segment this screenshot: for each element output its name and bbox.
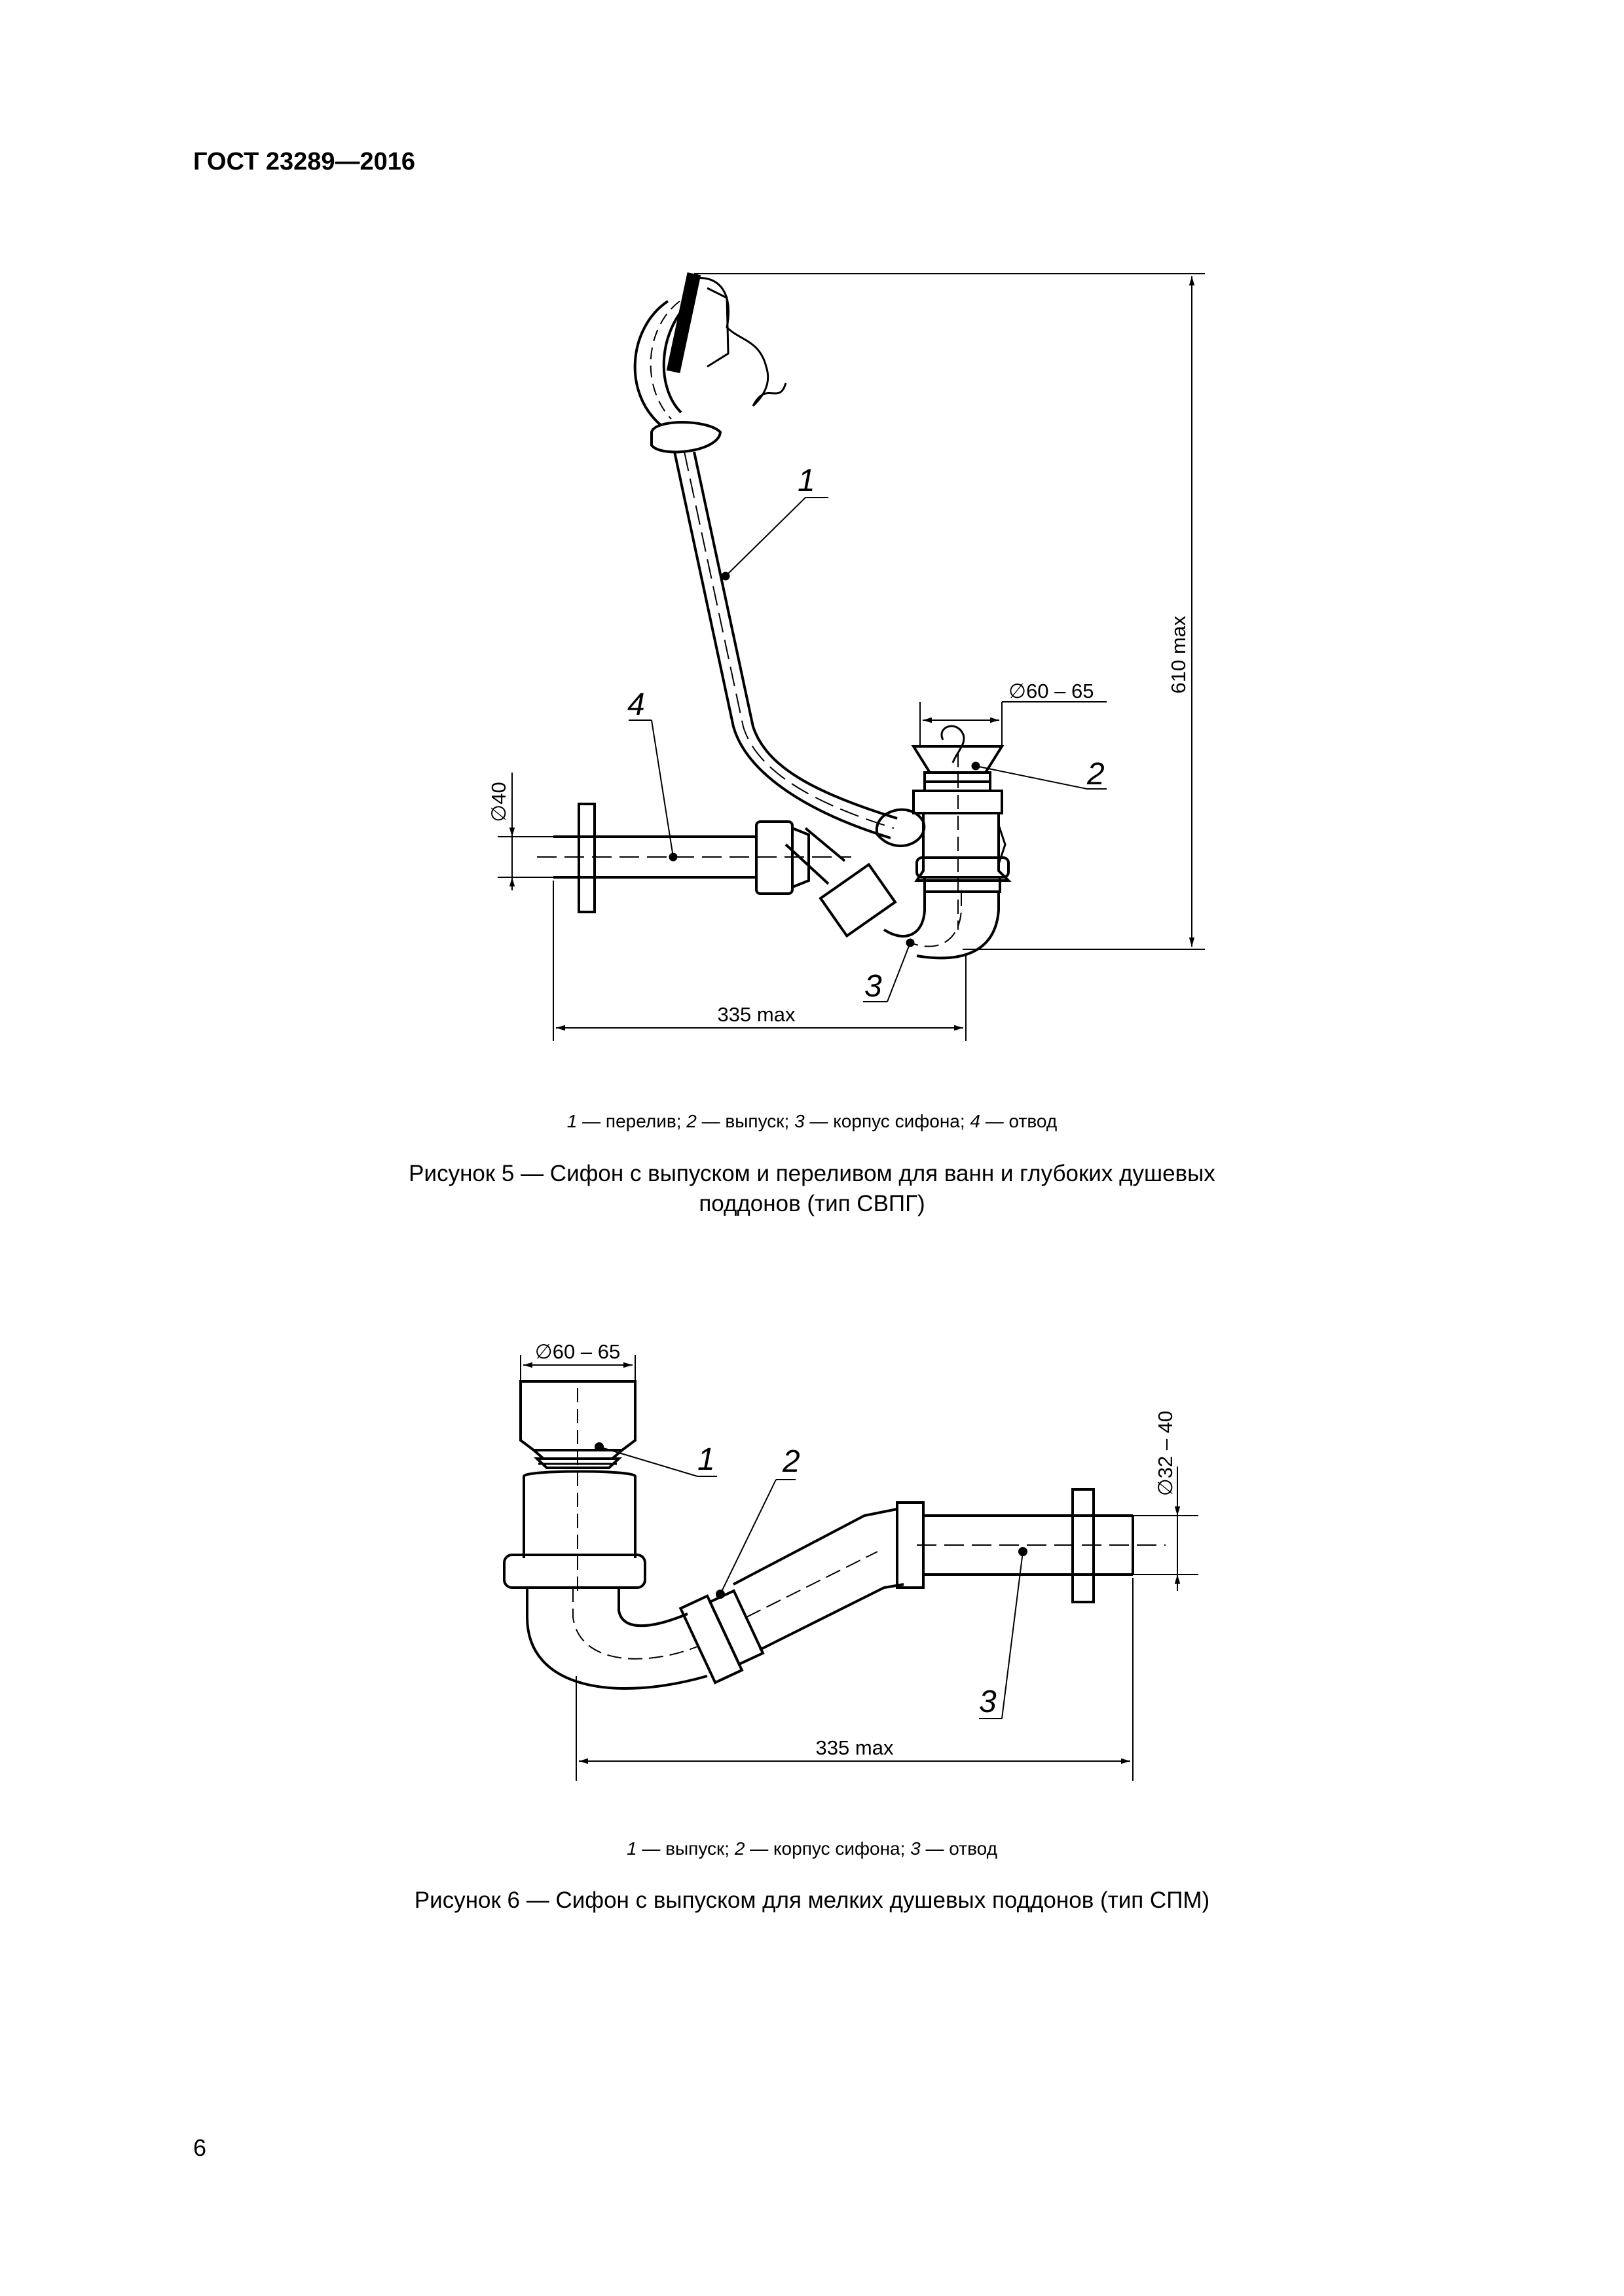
fig6-callout-2: 2 [782,1444,800,1479]
figure5-legend: 1 — перелив; 2 — выпуск; 3 — корпус сифо… [566,1111,1058,1131]
figure5-dimensions [498,273,1205,1041]
fig5-dim-height: 610 max [1167,615,1190,693]
fig6-dim-outlet: ∅60 – 65 [535,1340,620,1363]
fig5-callout-4: 4 [627,687,645,722]
fig6-dim-branch: ∅32 – 40 [1154,1411,1177,1496]
figure6-dimensions [520,1355,1198,1781]
fig6-dim-width: 335 max [816,1736,894,1759]
fig5-callout-3: 3 [864,969,882,1004]
fig6-callout-1: 1 [697,1442,715,1477]
figure5-caption: Рисунок 5 — Сифон с выпуском и переливом… [409,1161,1215,1216]
fig5-dim-outlet: ∅60 – 65 [1008,680,1094,702]
fig5-dim-branch: ∅40 [487,782,510,822]
figure6-labels: 1 2 3 ∅60 – 65 ∅32 – 40 335 max [535,1340,1177,1759]
figure5-drawing [537,272,1012,960]
fig5-callout-1: 1 [798,464,815,498]
fig5-dim-width: 335 max [718,1003,796,1026]
figure5-labels: 1 2 3 4 610 max 335 max ∅60 – 65 ∅40 [487,464,1190,1026]
figure6-drawing [503,1380,1166,1690]
page-header: ГОСТ 23289—2016 [193,148,416,175]
figure6-caption: Рисунок 6 — Сифон с выпуском для мелких … [414,1887,1210,1913]
fig5-callout-2: 2 [1086,757,1105,792]
page-number: 6 [193,2134,207,2161]
figure6-legend: 1 — выпуск; 2 — корпус сифона; 3 — отвод [627,1838,997,1859]
fig6-callout-3: 3 [979,1685,997,1719]
